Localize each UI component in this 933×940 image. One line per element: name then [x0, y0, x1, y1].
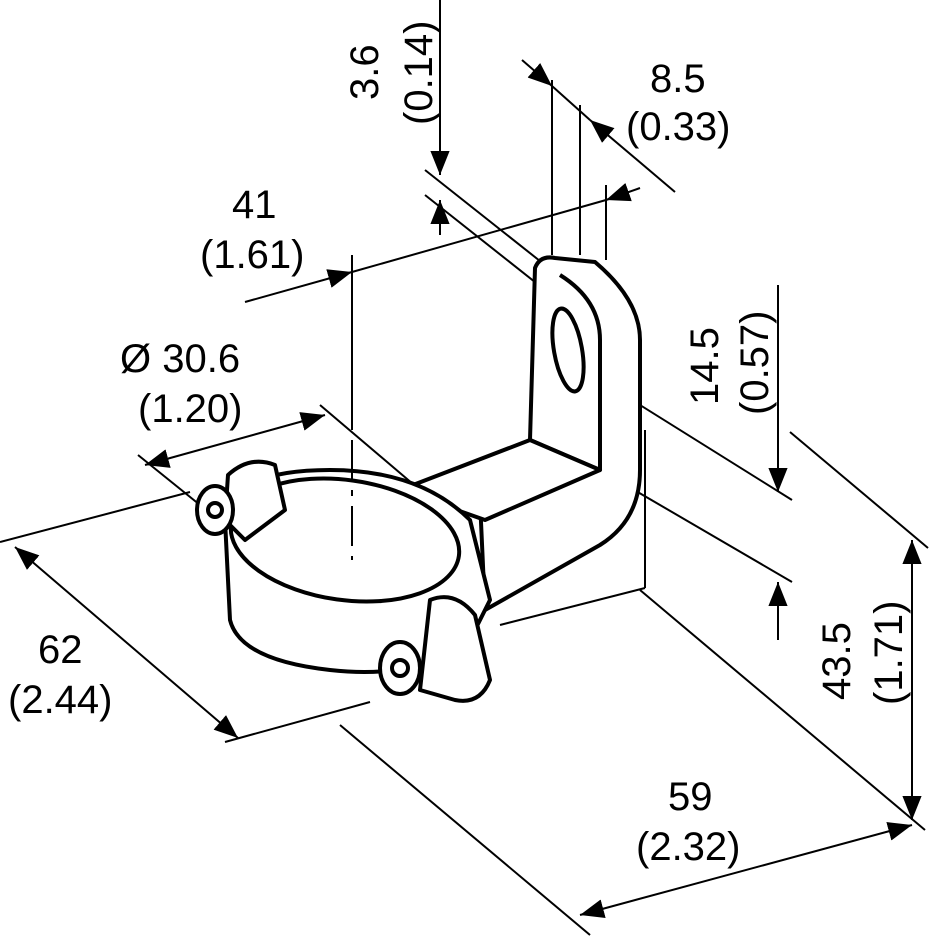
dim-59-mm: 59 [668, 775, 713, 819]
dim-41-inch: (1.61) [200, 233, 305, 277]
dim-43-5-mm: 43.5 [815, 622, 859, 700]
dim-62-mm: 62 [38, 628, 83, 672]
dim-8-5-inch: (0.33) [626, 105, 731, 149]
dim-30-6-inch: (1.20) [138, 387, 243, 431]
dim-8-5-mm: 8.5 [650, 57, 706, 101]
bracket-part [195, 255, 642, 703]
dim-62-inch: (2.44) [8, 678, 113, 722]
dim-14-5-inch: (0.57) [733, 311, 777, 416]
dim-43-5-inch: (1.71) [867, 601, 911, 706]
dim-41-mm: 41 [232, 183, 277, 227]
dim-59-inch: (2.32) [636, 825, 741, 869]
dim-30-6-mm: Ø 30.6 [120, 337, 240, 381]
dimension-labels: 3.6 (0.14) 8.5 (0.33) 41 (1.61) Ø 30.6 (… [8, 21, 911, 870]
dim-3-6-inch: (0.14) [397, 21, 441, 126]
dim-3-6-mm: 3.6 [343, 44, 387, 100]
slot-hole [550, 306, 586, 394]
dim-14-5-mm: 14.5 [683, 327, 727, 405]
